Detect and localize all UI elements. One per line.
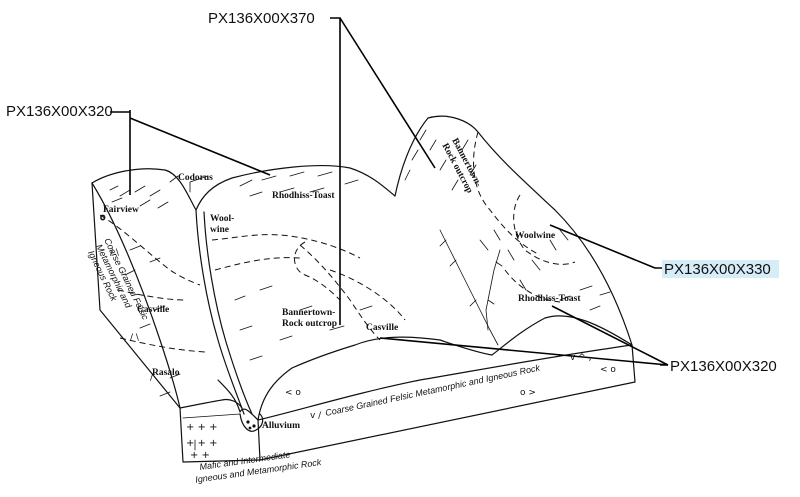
soil-label-woolwine-left-2: wine xyxy=(210,225,229,235)
svg-text:o >: o > xyxy=(520,388,536,398)
slope-hatching xyxy=(109,129,611,397)
callout-right-mid: PX136X00X330 xyxy=(664,261,771,278)
soil-label-woolwine-left: Wool- xyxy=(210,214,234,224)
svg-text:+ +: + + xyxy=(190,450,210,461)
rock-labels: Coarse Grained Felsic Metamorphic and Ig… xyxy=(86,236,541,484)
soil-label-alluvium: Alluvium xyxy=(262,421,300,431)
svg-text:+ + +: + + + xyxy=(186,438,218,449)
svg-text:< o: < o xyxy=(285,388,301,398)
soil-label-woolwine-right: Woolwine xyxy=(515,231,555,241)
callout-labels: PX136X00X320 PX136X00X370 PX136X00X330 P… xyxy=(6,10,779,375)
leader-lines xyxy=(110,17,669,451)
callout-right-low: PX136X00X320 xyxy=(670,358,777,375)
svg-text:/ \: / \ xyxy=(130,333,140,343)
soil-label-fairview: Fairview xyxy=(103,205,139,215)
leader-right-low xyxy=(379,305,669,366)
svg-text:/ \: / \ xyxy=(110,248,120,258)
callout-top-center: PX136X00X370 xyxy=(208,10,315,27)
soil-label-rhodhiss-toast-top: Rhodhiss-Toast xyxy=(272,191,335,201)
block-diagram xyxy=(91,115,636,463)
svg-text:< o: < o xyxy=(600,365,616,375)
soil-label-casville-center: Casville xyxy=(366,323,398,333)
soil-label-rasalo: Rasalo xyxy=(152,368,180,378)
soil-label-bannertown-center-2: Rock outcrop xyxy=(282,319,337,329)
rock-label-front-face: Coarse Grained Felsic Metamorphic and Ig… xyxy=(324,363,541,418)
leader-top-center xyxy=(330,17,436,325)
soil-label-codorus: Codorus xyxy=(178,173,213,183)
callout-highlight xyxy=(662,260,779,278)
svg-text:v /: v / xyxy=(310,411,322,421)
soil-label-casville-left: Casville xyxy=(137,305,169,315)
callout-top-left: PX136X00X320 xyxy=(6,103,113,120)
svg-text:/: / xyxy=(150,373,154,383)
soil-label-rhodhiss-toast-right: Rhodhiss-Toast xyxy=(518,294,581,304)
svg-text:+ + +: + + + xyxy=(186,422,218,433)
soil-label-bannertown-center: Bannertown- xyxy=(282,308,335,318)
leader-right-mid xyxy=(549,224,656,269)
soil-boundaries xyxy=(99,131,576,353)
rock-texture: o / \ / \ / < o v / o > v ^ , < o + + + … xyxy=(100,213,617,461)
svg-text:o: o xyxy=(100,213,106,223)
svg-text:v ^ ,: v ^ , xyxy=(570,353,591,363)
